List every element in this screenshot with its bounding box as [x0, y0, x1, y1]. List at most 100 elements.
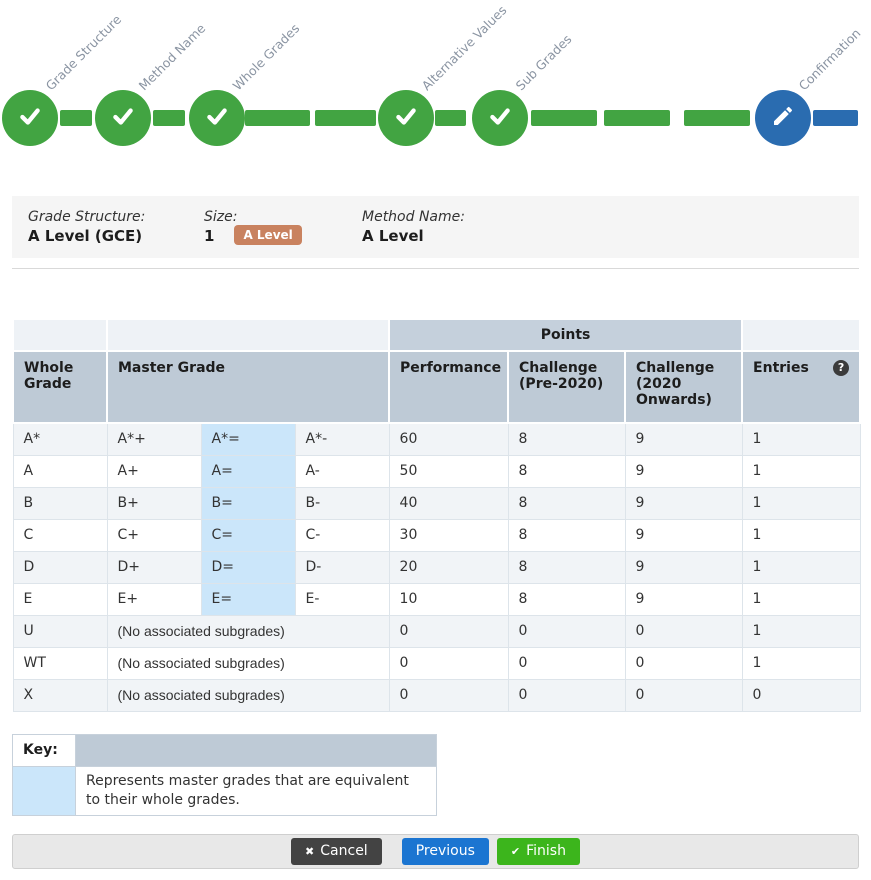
table-group-header-row: Points	[12, 318, 862, 352]
check-icon	[110, 103, 136, 133]
performance-cell: 60	[388, 422, 509, 456]
cancel-button[interactable]: ✖ Cancel	[291, 837, 382, 865]
entries-header-label: Entries	[753, 360, 809, 376]
check-icon	[204, 103, 230, 133]
col-header-master-grade: Master Grade	[105, 350, 391, 424]
stepper-bar	[60, 110, 92, 126]
stepper-bar-current	[813, 110, 858, 126]
key-color-swatch	[12, 765, 76, 816]
grades-table: Points Whole Grade Master Grade Performa…	[12, 318, 862, 712]
wizard-stepper: Grade Structure Method Name Whole Grades…	[0, 0, 871, 190]
col-header-entries: Entries ?	[741, 350, 862, 424]
entries-cell: 0	[741, 678, 861, 712]
step-circle-alternative-values[interactable]	[378, 90, 434, 146]
key-description: Represents master grades that are equiva…	[75, 765, 437, 816]
whole-grade-cell: B	[12, 486, 108, 520]
performance-cell: 0	[388, 678, 509, 712]
summary-grade-structure: Grade Structure: A Level (GCE)	[28, 209, 204, 245]
entries-cell: 1	[741, 582, 861, 616]
performance-cell: 10	[388, 582, 509, 616]
step-circle-whole-grades[interactable]	[189, 90, 245, 146]
stepper-bar	[435, 110, 466, 126]
finish-button[interactable]: ✔ Finish	[496, 837, 580, 865]
challenge-2020-cell: 0	[624, 678, 743, 712]
challenge-pre-cell: 8	[507, 582, 626, 616]
table-row: E E+ E= E- 10 8 9 1	[12, 582, 861, 616]
step-circle-method-name[interactable]	[95, 90, 151, 146]
grade-set-badge: A Level	[234, 225, 302, 245]
master-grade-equivalent-cell: A*=	[200, 422, 296, 456]
summary-method-name: Method Name: A Level	[362, 209, 465, 245]
entries-cell: 1	[741, 646, 861, 680]
summary-panel: Grade Structure: A Level (GCE) Size: 1 A…	[12, 196, 859, 258]
key-header-spacer	[75, 733, 437, 767]
points-group-header: Points	[388, 318, 744, 352]
table-header-row: Whole Grade Master Grade Performance Cha…	[12, 350, 862, 424]
challenge-2020-cell: 9	[624, 550, 743, 584]
master-grade-cell: A-	[294, 454, 390, 488]
help-icon[interactable]: ?	[833, 360, 850, 376]
group-header-spacer	[105, 318, 391, 352]
no-subgrades-cell: (No associated subgrades)	[106, 678, 390, 712]
master-grade-cell: E-	[294, 582, 390, 616]
table-row: B B+ B= B- 40 8 9 1	[12, 486, 861, 520]
challenge-pre-cell: 8	[507, 550, 626, 584]
check-icon: ✔	[510, 844, 521, 858]
master-grade-cell: B+	[106, 486, 202, 520]
table-row: A A+ A= A- 50 8 9 1	[12, 454, 861, 488]
entries-cell: 1	[741, 454, 861, 488]
pencil-icon	[771, 104, 795, 132]
previous-button[interactable]: Previous	[401, 837, 489, 865]
check-icon	[393, 103, 419, 133]
challenge-pre-cell: 8	[507, 518, 626, 552]
step-label-confirmation: Confirmation	[795, 25, 864, 94]
step-label-method-name: Method Name	[135, 20, 209, 94]
key-title: Key:	[12, 733, 76, 767]
step-label-grade-structure: Grade Structure	[42, 11, 125, 94]
performance-cell: 0	[388, 614, 509, 648]
challenge-2020-cell: 9	[624, 454, 743, 488]
stepper-bar	[153, 110, 185, 126]
summary-size: Size: 1 A Level	[204, 209, 362, 245]
group-header-spacer	[12, 318, 108, 352]
stepper-bar	[604, 110, 670, 126]
stepper-bar	[684, 110, 750, 126]
close-icon: ✖	[305, 844, 315, 858]
challenge-pre-cell: 0	[507, 678, 626, 712]
whole-grade-cell: U	[12, 614, 108, 648]
entries-cell: 1	[741, 486, 861, 520]
master-grade-equivalent-cell: D=	[200, 550, 296, 584]
key-entry-row: Represents master grades that are equiva…	[12, 765, 437, 816]
master-grade-cell: A*+	[106, 422, 202, 456]
check-icon	[487, 103, 513, 133]
step-circle-confirmation[interactable]	[755, 90, 811, 146]
footer-action-bar: ✖ Cancel Previous ✔ Finish	[12, 833, 859, 869]
key-table: Key: Represents master grades that are e…	[12, 733, 437, 816]
entries-cell: 1	[741, 422, 861, 456]
challenge-pre-cell: 0	[507, 646, 626, 680]
whole-grade-cell: D	[12, 550, 108, 584]
table-row: U (No associated subgrades) 0 0 0 1	[12, 614, 861, 648]
col-header-challenge-2020: Challenge (2020 Onwards)	[624, 350, 744, 424]
challenge-2020-cell: 9	[624, 486, 743, 520]
challenge-pre-cell: 0	[507, 614, 626, 648]
check-icon	[17, 103, 43, 133]
col-header-performance: Performance	[388, 350, 510, 424]
master-grade-cell: C+	[106, 518, 202, 552]
step-circle-grade-structure[interactable]	[2, 90, 58, 146]
step-label-whole-grades: Whole Grades	[229, 20, 303, 94]
no-subgrades-cell: (No associated subgrades)	[106, 614, 390, 648]
challenge-2020-cell: 9	[624, 422, 743, 456]
master-grade-cell: C-	[294, 518, 390, 552]
grade-structure-value: A Level (GCE)	[28, 227, 143, 245]
stepper-bar	[315, 110, 376, 126]
step-circle-sub-grades[interactable]	[472, 90, 528, 146]
previous-button-label: Previous	[415, 842, 475, 859]
method-name-value: A Level	[362, 227, 424, 245]
challenge-pre-cell: 8	[507, 422, 626, 456]
key-header-row: Key:	[12, 733, 437, 767]
whole-grade-cell: A	[12, 454, 108, 488]
challenge-2020-cell: 9	[624, 582, 743, 616]
no-subgrades-cell: (No associated subgrades)	[106, 646, 390, 680]
whole-grade-cell: A*	[12, 422, 108, 456]
